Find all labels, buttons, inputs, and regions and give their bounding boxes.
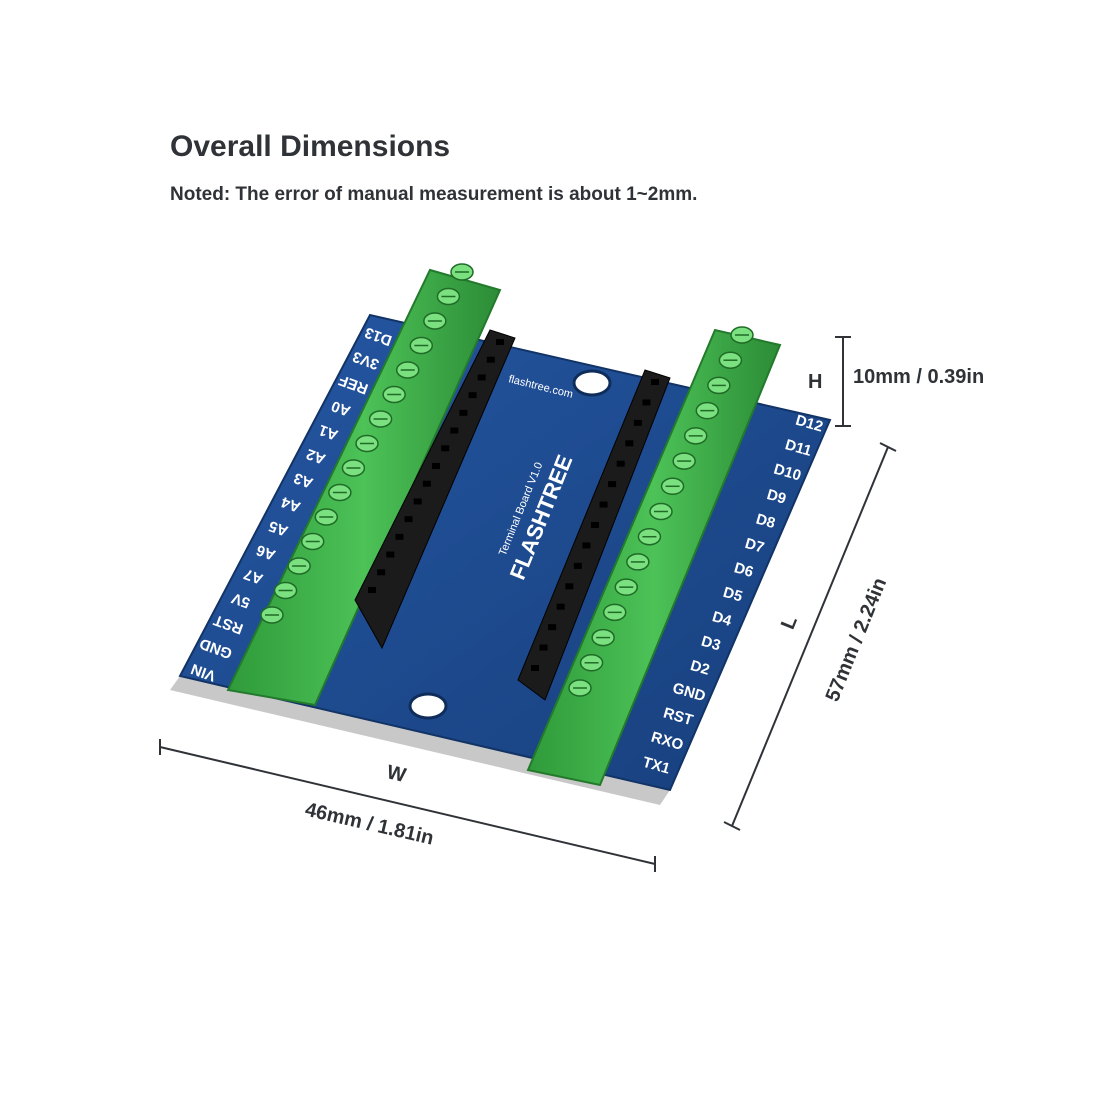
header-hole	[395, 533, 404, 540]
height-value: 10mm / 0.39in	[853, 366, 984, 388]
right-pin-label: D5	[721, 584, 744, 606]
header-hole	[450, 427, 459, 434]
right-pin-label: D3	[699, 633, 722, 655]
length-label: L	[777, 613, 802, 633]
left-female-header	[354, 329, 516, 650]
width-label: W	[385, 761, 408, 787]
width-dimension	[159, 739, 656, 872]
header-hole	[368, 587, 376, 593]
right-pin-label: D2	[688, 657, 711, 679]
right-pin-label: D4	[710, 608, 734, 630]
header-hole	[459, 409, 468, 416]
right-pin-label: TX1	[641, 754, 672, 778]
right-terminal-block	[526, 326, 782, 787]
header-hole	[432, 463, 440, 469]
width-value: 46mm / 1.81in	[303, 799, 436, 850]
left-pin-label: A0	[329, 397, 353, 420]
right-pin-label: D7	[743, 535, 766, 557]
height-dimension	[835, 336, 851, 427]
header-hole	[573, 562, 582, 569]
header-hole	[548, 624, 557, 631]
left-pin-label: A1	[317, 421, 341, 444]
left-pin-label: A2	[304, 445, 328, 468]
header-hole	[477, 374, 486, 381]
header-hole	[651, 379, 659, 385]
header-hole	[486, 356, 495, 363]
header-hole	[616, 460, 625, 467]
header-hole	[565, 583, 574, 590]
header-hole	[413, 498, 422, 505]
header-hole	[591, 522, 599, 528]
mounting-hole	[408, 692, 448, 720]
header-hole	[582, 542, 591, 549]
header-hole	[496, 339, 504, 345]
height-label: H	[808, 371, 822, 393]
measurement-note: Noted: The error of manual measurement i…	[170, 184, 698, 205]
left-pin-label: A4	[278, 493, 302, 516]
length-value: 57mm / 2.24in	[822, 575, 892, 705]
header-hole	[531, 665, 539, 671]
header-hole	[642, 399, 651, 406]
length-dimension	[723, 442, 897, 831]
header-hole	[599, 501, 608, 508]
header-hole	[556, 603, 565, 610]
header-hole	[386, 551, 395, 558]
header-hole	[625, 440, 634, 447]
header-hole	[441, 445, 450, 452]
right-pin-label: D10	[772, 461, 803, 485]
right-pin-label: D6	[732, 559, 755, 581]
header-hole	[539, 644, 548, 651]
right-pin-label: D8	[754, 511, 777, 533]
mounting-hole	[572, 369, 612, 397]
right-pin-label: D12	[794, 412, 825, 436]
right-female-header	[517, 369, 671, 701]
header-hole	[404, 516, 413, 523]
left-pin-label: 5V	[229, 589, 252, 611]
left-pin-label: A5	[267, 517, 291, 540]
left-pin-label: A6	[254, 541, 278, 564]
left-pin-label: A3	[292, 469, 316, 492]
left-pin-label: A7	[242, 565, 266, 588]
page-title: Overall Dimensions	[170, 130, 451, 163]
header-hole	[608, 481, 617, 488]
header-hole	[468, 392, 477, 399]
right-pin-label: D9	[765, 486, 788, 508]
left-terminal-block	[226, 263, 502, 707]
header-hole	[422, 480, 431, 487]
header-hole	[633, 419, 642, 426]
right-pin-label: D11	[783, 436, 813, 460]
header-hole	[377, 569, 386, 576]
